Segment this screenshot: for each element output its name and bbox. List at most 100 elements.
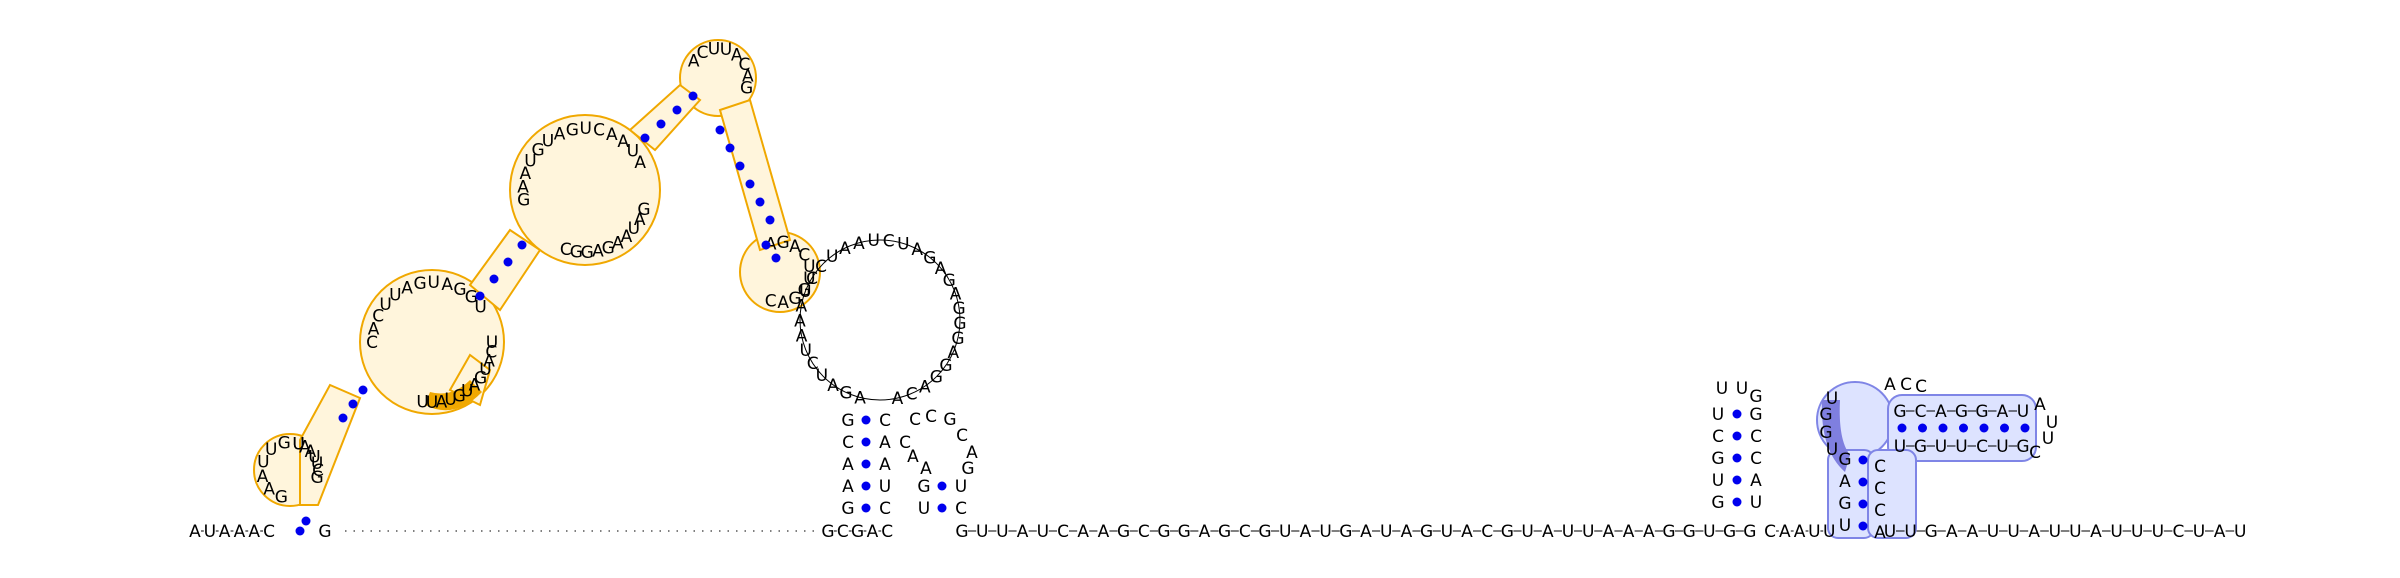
yellow-domain-nucleotide: A	[469, 375, 481, 395]
blue-junction-nucleotide: U	[1826, 440, 1838, 460]
baseline-nucleotide: C	[2172, 522, 2184, 542]
yellow-domain-nucleotide: C	[485, 342, 497, 362]
helix-b-loop-nucleotide: C	[899, 433, 911, 453]
helix-b-loop-nucleotide: A	[907, 447, 919, 467]
baseline-nucleotide: A	[1401, 522, 1413, 542]
base-pair-dot	[1732, 497, 1742, 507]
baseline-nucleotide: U	[1808, 522, 1820, 542]
yellow-domain-nucleotide: A	[742, 66, 754, 86]
yellow-domain-nucleotide: U	[265, 440, 277, 460]
yellow-domain-nucleotide: C	[798, 245, 810, 265]
helix-b-loop-nucleotide: C	[925, 407, 937, 427]
baseline-nucleotide: U	[2110, 522, 2122, 542]
base-pair-dot	[640, 133, 650, 143]
hairpin-c-nucleotide: G	[1711, 449, 1724, 469]
baseline-nucleotide: A	[1542, 522, 1554, 542]
hairpin-c-nucleotide: A	[1750, 471, 1762, 491]
yellow-domain-nucleotide: C	[593, 121, 605, 141]
yellow-domain-outline	[253, 39, 821, 507]
yellow-domain-nucleotide: G	[566, 120, 579, 140]
yellow-domain-nucleotide: A	[617, 132, 629, 152]
helix-a-loop-nucleotide: A	[911, 240, 923, 260]
hairpin-c-loop-nucleotide: G	[1749, 387, 1762, 407]
yellow-domain-nucleotide: G	[532, 140, 545, 160]
base-pair-dot	[771, 253, 781, 263]
baseline-nucleotide: A	[867, 522, 879, 542]
base-pair-dot	[475, 291, 485, 301]
baseline-nucleotide: G	[955, 522, 968, 542]
helix-a-loop-nucleotide: C	[906, 384, 918, 404]
helix-a-nucleotide: C	[842, 433, 854, 453]
baseline-nucleotide: G	[1683, 522, 1696, 542]
yellow-domain-nucleotide: C	[312, 461, 324, 481]
base-pair-dot	[861, 459, 871, 469]
yellow-domain-nucleotide: U	[627, 142, 639, 162]
helix-a-nucleotide: A	[879, 455, 891, 475]
baseline-nucleotide: G	[851, 522, 864, 542]
yellow-domain-nucleotide: U	[542, 131, 554, 151]
baseline-nucleotide: G	[821, 522, 834, 542]
base-pair-dot	[1858, 477, 1868, 487]
baseline-nucleotide: G	[1662, 522, 1675, 542]
helix-a-loop-nucleotide: A	[827, 376, 839, 396]
helix-a-loop-ring	[799, 239, 961, 401]
yellow-domain-nucleotide: U	[461, 382, 473, 402]
helix-a-nucleotide: G	[841, 411, 854, 431]
yellow-domain-nucleotide: A	[777, 293, 789, 313]
baseline-nucleotide: C	[1239, 522, 1251, 542]
hairpin-c-nucleotide: U	[1712, 405, 1724, 425]
yellow-domain-nucleotide: G	[278, 434, 291, 454]
yellow-domain-nucleotide: G	[788, 289, 801, 309]
yellow-domain-nucleotide: G	[413, 274, 426, 294]
helix-b-nucleotide: U	[955, 477, 967, 497]
base-pair-dot	[338, 413, 348, 423]
helix-a-loop-nucleotide: U	[897, 235, 909, 255]
yellow-domain-nucleotide: U	[524, 152, 536, 172]
yellow-domain-nucleotide: A	[483, 352, 495, 372]
base-pair-dot	[1732, 409, 1742, 419]
helix-a-loop-nucleotide: A	[854, 388, 866, 408]
helix-a-loop-nucleotide: U	[826, 247, 838, 267]
blue-cap-nucleotide: C	[2029, 443, 2041, 463]
helix-a-loop-nucleotide: C	[883, 231, 895, 251]
yellow-domain-nucleotide: A	[520, 164, 532, 184]
hairpin-c-nucleotide: G	[1749, 405, 1762, 425]
baseline-nucleotide: G	[1117, 522, 1130, 542]
blue-stem-nucleotide: G	[1914, 437, 1927, 457]
helix-a-loop-nucleotide: A	[947, 343, 959, 363]
yellow-domain-nucleotide: U	[474, 298, 486, 318]
yellow-domain-nucleotide: G	[798, 281, 811, 301]
blue-cap-nucleotide: A	[2034, 395, 2046, 415]
yellow-domain-nucleotide: U	[292, 434, 304, 454]
base-pair-dot	[755, 197, 765, 207]
base-pair-dot	[503, 257, 513, 267]
blue-cap-nucleotide: U	[2046, 413, 2058, 433]
baseline-nucleotide: C	[837, 522, 849, 542]
blue-junction-nucleotide: G	[1819, 405, 1832, 425]
blue-stem-nucleotide: G	[1893, 402, 1906, 422]
yellow-domain-nucleotide: A	[789, 237, 801, 257]
blue-stem-nucleotide: G	[1955, 402, 1968, 422]
baseline-nucleotide: U	[1562, 522, 1574, 542]
base-pair-dot	[1959, 423, 1968, 433]
helix-a-nucleotide: A	[842, 455, 854, 475]
yellow-domain-nucleotide: U	[486, 333, 498, 353]
yellow-domain-nucleotide: U	[427, 273, 439, 293]
helix-a-loop-nucleotide: G	[953, 299, 966, 319]
baseline-nucleotide: A	[1199, 522, 1211, 542]
helix-a-nucleotide: G	[841, 499, 854, 519]
blue-stem-nucleotide: C	[1874, 501, 1886, 521]
baseline-nucleotide: C	[1138, 522, 1150, 542]
helix-a-loop-nucleotide: A	[919, 377, 931, 397]
yellow-domain-nucleotide: G	[453, 386, 466, 406]
baseline-nucleotide: U	[2234, 522, 2246, 542]
blue-stem-nucleotide: A	[1997, 402, 2009, 422]
helix-a-loop-nucleotide: U	[868, 231, 880, 251]
yellow-domain-nucleotide: A	[299, 437, 311, 457]
baseline-nucleotide: G	[318, 522, 331, 542]
helix-a-loop-nucleotide: A	[839, 239, 851, 259]
baseline-nucleotide: A	[2028, 522, 2040, 542]
